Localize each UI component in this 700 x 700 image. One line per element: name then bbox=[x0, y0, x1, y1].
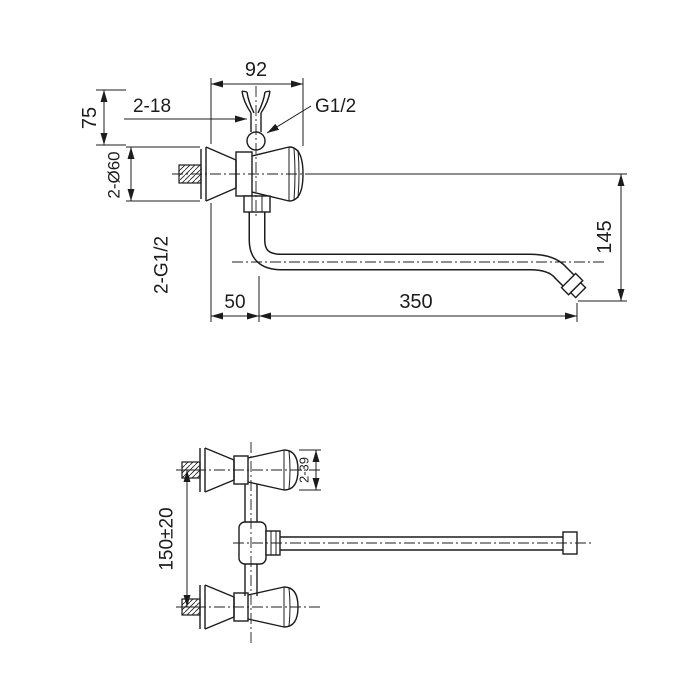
dim-50-label: 50 bbox=[224, 292, 245, 313]
spout-nozzle bbox=[560, 272, 587, 299]
dim-350-label: 350 bbox=[399, 291, 432, 313]
dim-2-18-label: 2-18 bbox=[133, 96, 171, 117]
label-g12: G1/2 bbox=[266, 96, 356, 134]
dim-145-label: 145 bbox=[594, 220, 616, 253]
dim-2-18: 2-18 bbox=[124, 96, 247, 123]
spout bbox=[248, 206, 587, 299]
dim-92-label: 92 bbox=[245, 59, 267, 81]
dim-2-d60-label: 2-Ø60 bbox=[105, 151, 124, 198]
dim-75-label: 75 bbox=[79, 107, 101, 129]
front-spout bbox=[238, 521, 578, 565]
dim-2-39-label: 2-39 bbox=[297, 457, 312, 483]
diverter-fork-icon bbox=[241, 90, 271, 132]
dim-75: 75 bbox=[79, 89, 126, 146]
dim-150: 150±20 bbox=[157, 469, 198, 608]
dim-50-350: 50 350 bbox=[210, 203, 578, 322]
top-view: 92 2-18 75 G1/2 2-Ø60 2-G1/2 bbox=[79, 59, 627, 322]
front-view: 2-39 150±20 bbox=[157, 442, 594, 646]
g12-label: G1/2 bbox=[315, 96, 356, 117]
dim-2-d60: 2-Ø60 bbox=[105, 146, 200, 202]
dim-145: 145 bbox=[306, 173, 627, 302]
dim-92: 92 bbox=[210, 59, 304, 146]
spout-nut bbox=[243, 195, 271, 213]
dim-2-g12-label: 2-G1/2 bbox=[152, 236, 173, 294]
dim-2-39: 2-39 bbox=[297, 449, 321, 491]
dim-150-label: 150±20 bbox=[157, 507, 178, 570]
